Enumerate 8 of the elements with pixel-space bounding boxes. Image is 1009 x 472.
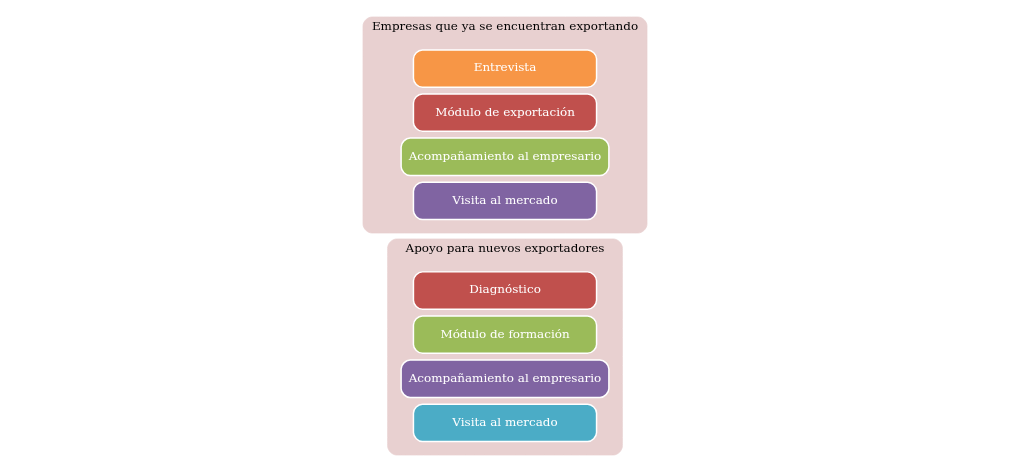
node-box: Acompañamiento al empresario	[399, 359, 610, 399]
node-box: Acompañamiento al empresario	[399, 137, 610, 177]
node-box: Módulo de formación	[412, 315, 597, 355]
node-box: Visita al mercado	[412, 403, 597, 443]
node-box: Visita al mercado	[412, 181, 597, 221]
node-box: Diagnóstico	[412, 271, 597, 310]
node-box: Módulo de exportación	[412, 93, 597, 133]
node-box: Entrevista	[412, 49, 597, 88]
